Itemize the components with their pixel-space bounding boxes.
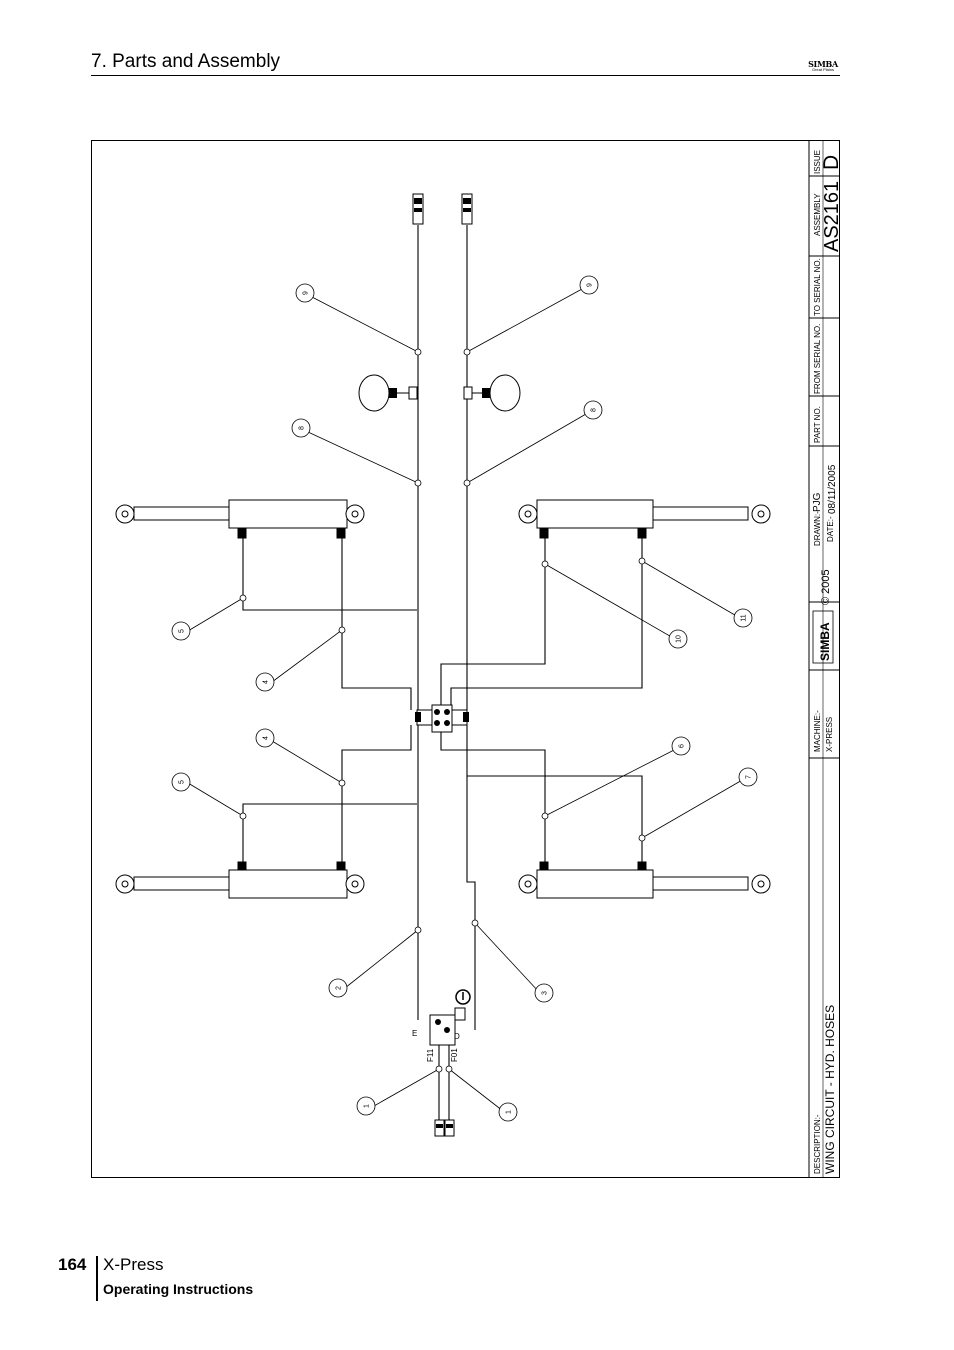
coupler-bottom-right — [444, 1119, 455, 1137]
coupler-top-left — [412, 193, 424, 225]
balloon-item-1-right: 1 — [498, 1102, 518, 1122]
from-serial-label: FROM SERIAL NO. — [813, 324, 822, 394]
item-balloons: 9 9 8 8 5 4 10 11 4 5 6 7 2 3 1 1 — [171, 275, 758, 1122]
drawn-label: DRAWN:- — [813, 511, 822, 546]
valve-port-f01: F01 — [450, 1048, 459, 1062]
description-label: DESCRIPTION:- — [813, 1114, 822, 1174]
simba-logo: SIMBA — [812, 610, 834, 664]
brand-logo: SIMBA Great Plains — [806, 56, 840, 74]
issue-label: ISSUE — [813, 150, 822, 174]
description-value: WING CIRCUIT - HYD. HOSES — [823, 1005, 837, 1174]
balloon-item-7: 7 — [738, 767, 758, 787]
svg-text:9: 9 — [587, 283, 594, 287]
accumulator-left — [358, 374, 418, 412]
valve-port-d: D — [454, 1032, 460, 1041]
accumulator-right — [463, 374, 521, 412]
balloon-item-3: 3 — [534, 983, 554, 1003]
svg-text:7: 7 — [746, 775, 753, 779]
balloon-item-2: 2 — [328, 978, 348, 998]
cylinder-top-right — [518, 499, 771, 539]
issue-letter: D — [820, 155, 840, 170]
page-number: 164 — [58, 1255, 87, 1274]
date-label: DATE:- — [826, 516, 835, 542]
balloon-item-8-left: 8 — [291, 418, 311, 438]
machine-label: MACHINE:- — [813, 710, 822, 752]
svg-text:10: 10 — [676, 635, 683, 643]
svg-text:4: 4 — [263, 736, 270, 740]
leader-lines — [187, 288, 745, 1112]
assembly-label: ASSEMBLY — [813, 193, 822, 236]
svg-text:1: 1 — [364, 1104, 371, 1108]
svg-text:11: 11 — [741, 614, 748, 621]
logo-word: SIMBA — [818, 622, 832, 661]
drawing-border — [91, 140, 840, 1178]
title-block: ISSUE D ASSEMBLY AS2161 TO SERIAL NO. FR… — [808, 140, 840, 1178]
balloon-item-10: 10 — [668, 629, 688, 649]
copyright: © 2005 — [820, 569, 832, 605]
svg-text:6: 6 — [679, 744, 686, 748]
drawn-value: PJG — [812, 492, 823, 512]
hose-markers — [239, 348, 646, 1073]
balloon-item-11: 11 — [733, 608, 753, 628]
document-type: Operating Instructions — [103, 1281, 254, 1297]
balloon-item-8-right: 8 — [583, 400, 603, 420]
svg-text:1: 1 — [506, 1110, 513, 1114]
valve-port-f11: F11 — [426, 1048, 435, 1062]
coupler-top-right — [461, 193, 473, 225]
selector-valve: E D F11 F01 — [412, 989, 471, 1062]
svg-text:2: 2 — [336, 986, 343, 990]
part-no-label: PART NO. — [813, 406, 822, 443]
balloon-item-5-top: 5 — [171, 621, 191, 641]
svg-text:8: 8 — [299, 426, 306, 430]
product-name: X-Press — [103, 1255, 164, 1274]
section-title: 7. Parts and Assembly — [91, 51, 281, 72]
svg-text:4: 4 — [263, 680, 270, 684]
logo-subtext: Great Plains — [811, 67, 834, 72]
balloon-item-5-bottom: 5 — [171, 772, 191, 792]
date-value: 08/11/2005 — [827, 464, 838, 514]
svg-text:9: 9 — [303, 291, 310, 295]
hydraulic-drawing: ISSUE D ASSEMBLY AS2161 TO SERIAL NO. FR… — [91, 140, 840, 1178]
to-serial-label: TO SERIAL NO. — [813, 258, 822, 316]
balloon-item-6: 6 — [671, 736, 691, 756]
valve-port-e: E — [412, 1029, 417, 1038]
hose-lines — [242, 225, 643, 1120]
logo-text: SIMBA — [808, 59, 838, 69]
svg-text:8: 8 — [591, 408, 598, 412]
assembly-number: AS2161 — [821, 181, 840, 252]
balloon-item-4-bottom: 4 — [255, 728, 275, 748]
machine-value: X-PRESS — [825, 717, 834, 752]
balloon-item-9-right: 9 — [579, 275, 599, 295]
coupler-bottom-left — [434, 1119, 445, 1137]
balloon-item-1-left: 1 — [356, 1096, 376, 1116]
balloon-item-9-left: 9 — [295, 283, 315, 303]
cylinder-top-left — [115, 499, 365, 539]
central-manifold — [415, 704, 469, 733]
balloon-item-4-top: 4 — [255, 672, 275, 692]
footer-divider — [96, 1256, 98, 1301]
cylinder-bottom-left — [115, 861, 365, 899]
svg-text:3: 3 — [542, 991, 549, 995]
cylinder-bottom-right — [518, 861, 771, 899]
header-rule — [91, 75, 840, 76]
svg-text:5: 5 — [179, 780, 186, 784]
svg-text:5: 5 — [179, 629, 186, 633]
